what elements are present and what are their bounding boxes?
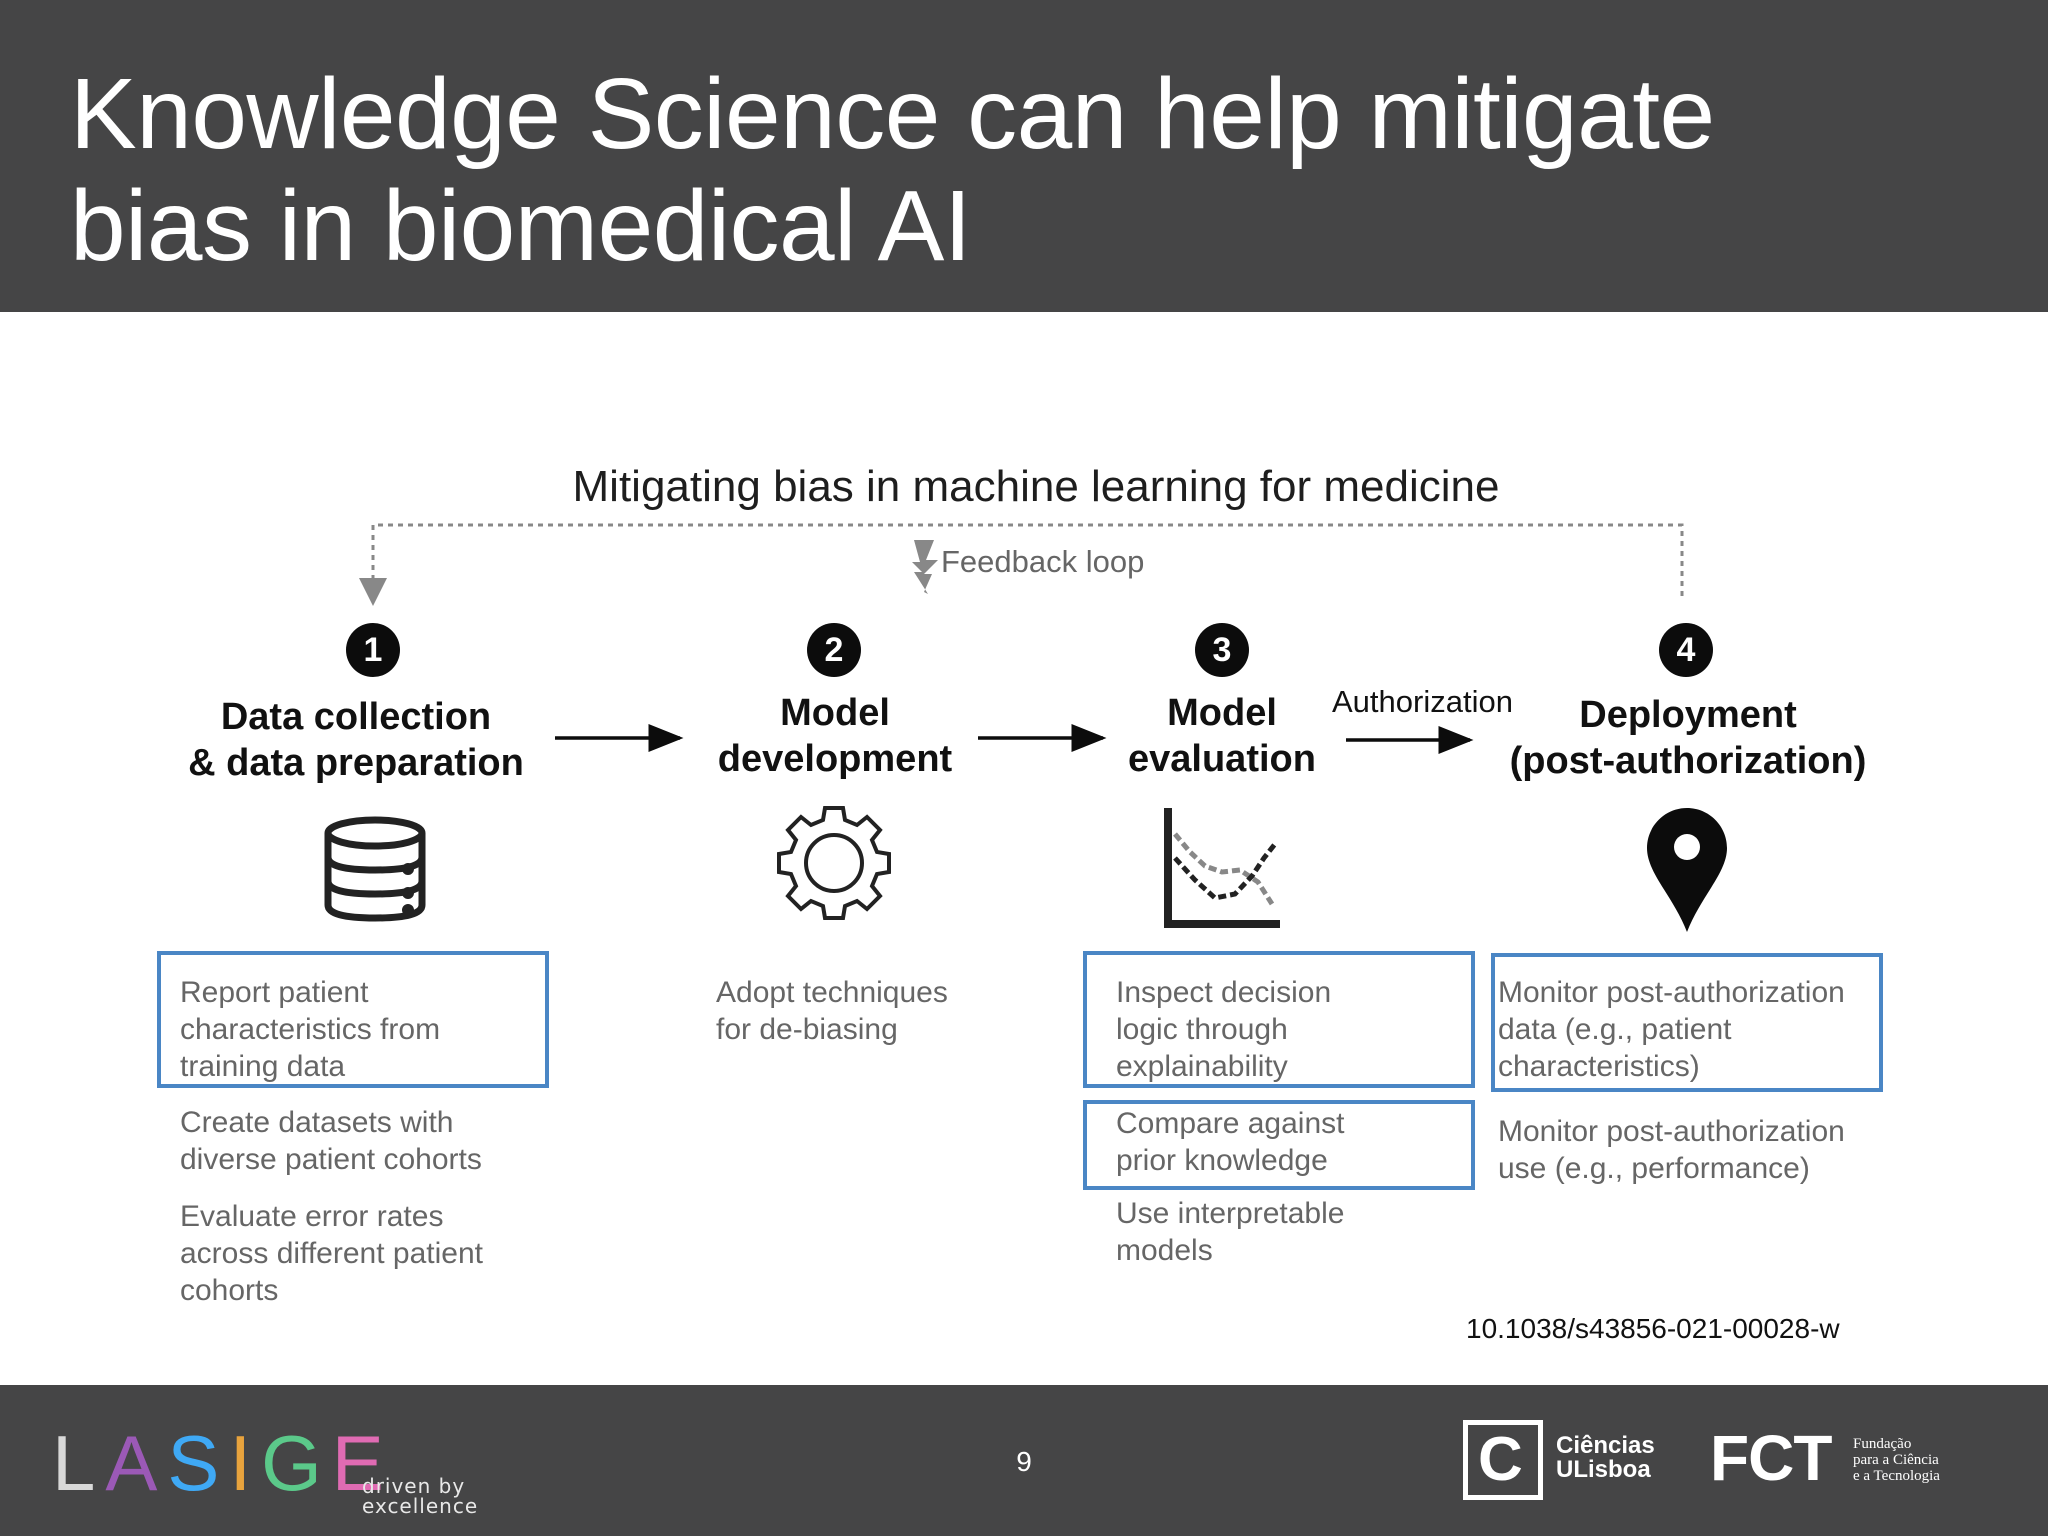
stage-1-title-line-1: Data collection <box>220 696 492 738</box>
note-line: Create datasets with <box>180 1106 454 1139</box>
note-line: Compare against <box>1116 1107 1345 1140</box>
stage-2-number: 2 <box>807 623 861 677</box>
note-line: Monitor post-authorization <box>1498 976 1845 1009</box>
note-evaluate-error-rates: Evaluate error rates across different pa… <box>180 1198 483 1309</box>
note-prior-knowledge: Compare against prior knowledge <box>1116 1105 1344 1179</box>
page-number: 9 <box>1016 1446 1032 1477</box>
fct-subtitle: Fundação para a Ciência e a Tecnologia <box>1853 1436 1940 1484</box>
ciencias-line: ULisboa <box>1556 1456 1651 1483</box>
note-line: Evaluate error rates <box>180 1200 444 1233</box>
lightning-icon <box>912 540 938 594</box>
stage-1-number: 1 <box>346 623 400 677</box>
highlight-box-monitor-data <box>1491 953 1883 1092</box>
database-icon <box>324 816 426 922</box>
note-line: Report patient <box>180 976 369 1009</box>
slide-title: Knowledge Science can help mitigate bias… <box>70 58 1970 282</box>
stage-3-title-line-1: Model <box>1167 692 1277 734</box>
stage-2-title-line-1: Model <box>780 692 890 734</box>
note-report-characteristics: Report patient characteristics from trai… <box>180 974 440 1085</box>
ciencias-logo-letter: C <box>1478 1425 1523 1494</box>
feedback-loop-line <box>359 523 1684 606</box>
note-line: training data <box>180 1050 346 1083</box>
diagram-graphics <box>324 523 1727 932</box>
ciencias-ulisboa-text: Ciências ULisboa <box>1556 1434 1655 1482</box>
authorization-label: Authorization <box>1332 684 1513 719</box>
note-monitor-use: Monitor post-authorization use (e.g., pe… <box>1498 1113 1845 1187</box>
fct-line: para a Ciência <box>1853 1452 1939 1468</box>
stage-1-title: Data collection & data preparation <box>160 694 552 786</box>
note-line: Use interpretable <box>1116 1197 1345 1230</box>
fct-line: Fundação <box>1853 1436 1912 1452</box>
lasige-letter: G <box>261 1419 332 1507</box>
stage-2-title: Model development <box>690 690 980 782</box>
lasige-letter: L <box>52 1419 106 1507</box>
note-line: across different patient <box>180 1237 483 1270</box>
note-line: prior knowledge <box>1116 1144 1328 1177</box>
tagline-line: driven by <box>362 1474 466 1498</box>
stage-3-title: Model evaluation <box>1100 690 1344 782</box>
stage-3-title-line-2: evaluation <box>1128 738 1316 780</box>
note-line: characteristics from <box>180 1013 441 1046</box>
slide-header: Knowledge Science can help mitigate bias… <box>0 0 2048 312</box>
highlight-box-prior-knowledge <box>1083 1100 1475 1190</box>
note-interpretable-models: Use interpretable models <box>1116 1195 1344 1269</box>
note-line: diverse patient cohorts <box>180 1143 482 1176</box>
stage-2-title-line-2: development <box>717 738 953 780</box>
note-line: Inspect decision <box>1116 976 1332 1009</box>
note-line: cohorts <box>180 1274 279 1307</box>
note-debiasing: Adopt techniques for de-biasing <box>716 974 948 1048</box>
note-line: characteristics) <box>1498 1050 1700 1083</box>
diagram-title: Mitigating bias in machine learning for … <box>572 462 1500 511</box>
stage-4-title-line-2: (post-authorization) <box>1509 740 1867 782</box>
lasige-tagline: driven by excellence <box>362 1476 478 1516</box>
slide-footer <box>0 1385 2048 1536</box>
slide-title-line-1: Knowledge Science can help mitigate <box>70 58 1715 170</box>
stage-4-number: 4 <box>1659 623 1713 677</box>
note-explainability: Inspect decision logic through explainab… <box>1116 974 1331 1085</box>
line-chart-icon <box>1164 808 1280 928</box>
slide-title-line-2: bias in biomedical AI <box>70 170 972 282</box>
stage-1-title-line-2: & data preparation <box>188 742 524 784</box>
ciencias-ulisboa-logo: C <box>1463 1420 1543 1500</box>
doi-reference: 10.1038/s43856-021-00028-w <box>1466 1313 1840 1344</box>
note-create-datasets: Create datasets with diverse patient coh… <box>180 1104 482 1178</box>
map-pin-icon <box>1647 808 1727 932</box>
note-line: explainability <box>1116 1050 1288 1083</box>
feedback-loop-label: Feedback loop <box>941 544 1145 579</box>
gear-icon <box>777 806 891 920</box>
lasige-letter: S <box>167 1419 230 1507</box>
stage-3-number: 3 <box>1195 623 1249 677</box>
lasige-letter: E <box>331 1419 394 1507</box>
tagline-line: excellence <box>362 1494 479 1518</box>
note-line: models <box>1116 1234 1213 1267</box>
fct-line: e a Tecnologia <box>1853 1468 1940 1484</box>
stage-4-title: Deployment (post-authorization) <box>1484 692 1892 784</box>
note-line: Adopt techniques <box>716 976 948 1009</box>
lasige-logo: LASIGE <box>52 1420 394 1506</box>
lasige-letter: I <box>229 1419 262 1507</box>
note-monitor-data: Monitor post-authorization data (e.g., p… <box>1498 974 1845 1085</box>
note-line: use (e.g., performance) <box>1498 1152 1810 1185</box>
note-line: for de-biasing <box>716 1013 898 1046</box>
lasige-letter: A <box>105 1419 168 1507</box>
highlight-box-report-characteristics <box>157 951 549 1088</box>
fct-logo: FCT <box>1710 1422 1832 1494</box>
note-line: logic through <box>1116 1013 1288 1046</box>
note-line: data (e.g., patient <box>1498 1013 1732 1046</box>
note-line: Monitor post-authorization <box>1498 1115 1845 1148</box>
highlight-box-explainability <box>1083 951 1475 1088</box>
stage-4-title-line-1: Deployment <box>1579 694 1797 736</box>
ciencias-line: Ciências <box>1556 1432 1655 1459</box>
